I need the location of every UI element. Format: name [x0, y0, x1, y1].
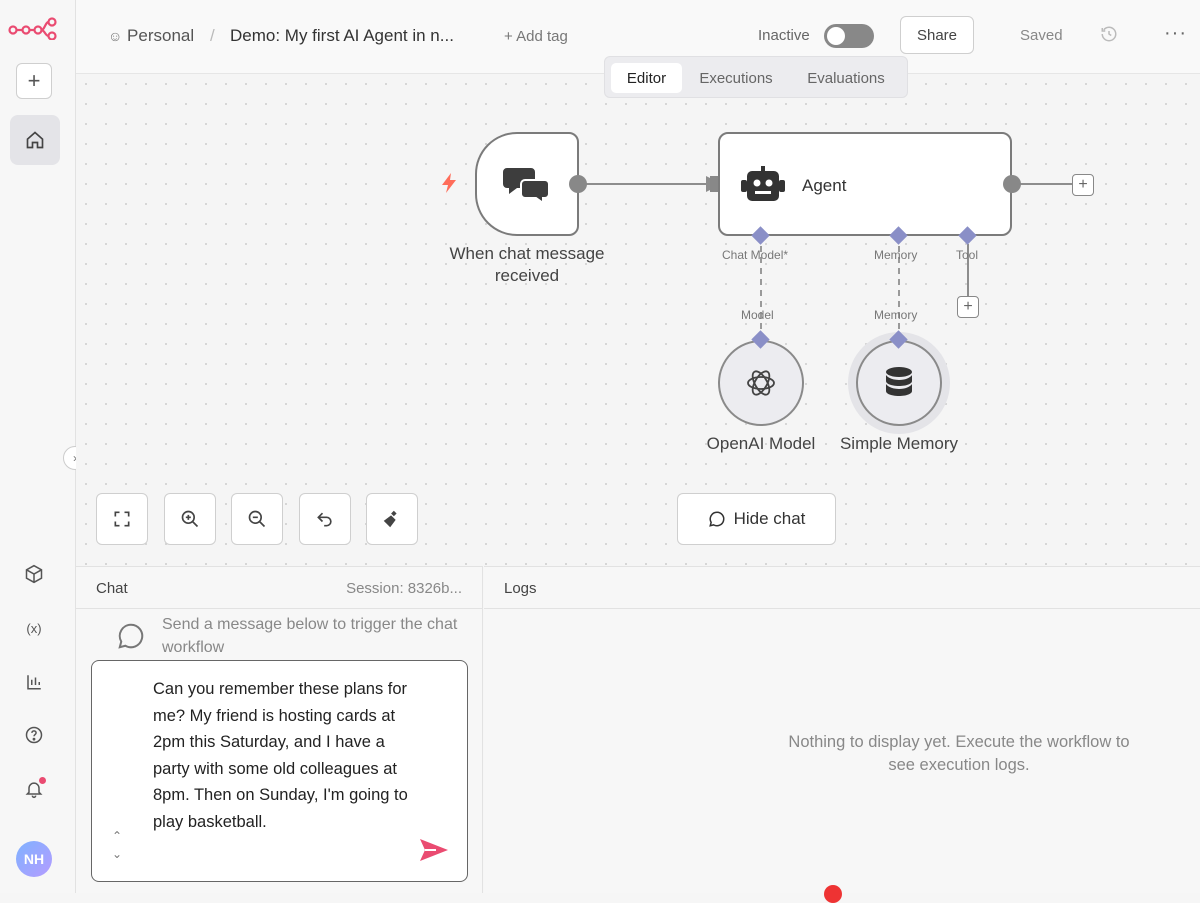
toggle-knob	[827, 27, 845, 45]
tool-port-label: Tool	[956, 248, 979, 262]
openai-icon	[747, 370, 775, 396]
fit-view-button[interactable]	[96, 493, 148, 545]
more-menu-button[interactable]: ···	[1164, 22, 1187, 44]
robot-icon	[740, 166, 786, 207]
agent-node[interactable]: Agent	[718, 132, 1012, 236]
user-icon: ☺	[108, 28, 123, 44]
chat-model-port-label: Chat Model*	[722, 248, 789, 262]
memory-port-label: Memory	[874, 248, 918, 262]
trigger-node-label: When chat message received	[449, 244, 605, 285]
share-button[interactable]: Share	[900, 16, 974, 54]
openai-node-label: OpenAI Model	[706, 434, 816, 453]
send-icon	[420, 839, 448, 861]
help-icon	[25, 726, 43, 744]
zoom-in-button[interactable]	[164, 493, 216, 545]
active-toggle[interactable]	[824, 24, 874, 48]
tab-executions[interactable]: Executions	[699, 69, 773, 87]
chevron-right-icon: ›	[73, 451, 77, 465]
agent-node-label: Agent	[802, 176, 847, 195]
memory-node-label: Simple Memory	[839, 434, 959, 453]
logs-empty-state: Nothing to display yet. Execute the work…	[788, 733, 1130, 774]
chat-bubbles-icon	[503, 168, 550, 204]
n8n-logo[interactable]	[8, 16, 60, 41]
model-input-label: Model	[741, 308, 774, 322]
logs-panel: Logs Nothing to display yet. Execute the…	[484, 566, 1200, 893]
chat-panel-header: Chat Session: 8326b...	[76, 567, 482, 609]
history-button[interactable]	[1100, 25, 1122, 47]
logs-panel-header: Logs	[484, 567, 1200, 609]
chat-message-input[interactable]: Can you remember these plans for me? My …	[91, 660, 468, 882]
bar-chart-icon	[27, 675, 41, 690]
trigger-bolt-icon	[440, 172, 458, 199]
chevron-up-icon[interactable]: ⌃	[112, 829, 123, 843]
undo-button[interactable]	[299, 493, 351, 545]
tab-evaluations[interactable]: Evaluations	[807, 69, 885, 87]
workflow-canvas[interactable]	[76, 74, 1200, 566]
bell-icon	[25, 782, 43, 799]
home-icon	[26, 131, 44, 149]
tidy-up-button[interactable]	[366, 493, 418, 545]
tab-editor[interactable]: Editor	[611, 63, 682, 93]
plus-icon: +	[27, 68, 41, 93]
notifications-button[interactable]	[20, 775, 48, 803]
chat-hint: Send a message below to trigger the chat…	[162, 616, 458, 656]
chevron-down-icon[interactable]: ⌄	[112, 847, 123, 861]
zoom-out-icon	[248, 510, 266, 528]
breadcrumb-project[interactable]: ☺ Personal	[108, 26, 195, 45]
chat-hint-icon	[116, 621, 146, 656]
session-id[interactable]: Session: 8326b...	[346, 580, 462, 597]
logs-title: Logs	[504, 580, 537, 597]
agent-output-port[interactable]	[1003, 175, 1021, 193]
add-button[interactable]: +	[16, 63, 52, 99]
memory-input-label: Memory	[874, 308, 918, 322]
breadcrumb-separator: /	[210, 26, 215, 45]
templates-button[interactable]	[20, 560, 48, 588]
add-tag-button[interactable]: + Add tag	[504, 28, 568, 45]
cube-icon	[25, 564, 43, 584]
home-button[interactable]	[10, 115, 60, 165]
cursor-indicator	[824, 885, 842, 903]
chat-trigger-node[interactable]	[475, 132, 579, 236]
chat-panel: Chat Session: 8326b... Send a message be…	[76, 566, 483, 893]
saved-status: Saved	[1020, 27, 1063, 44]
undo-icon	[317, 512, 332, 527]
zoom-in-icon	[181, 510, 199, 528]
simple-memory-node[interactable]	[856, 340, 942, 426]
plus-icon: +	[963, 298, 973, 315]
left-sidebar: + › (x) NH	[0, 0, 87, 893]
chat-bubble-icon	[708, 511, 725, 527]
zoom-out-button[interactable]	[231, 493, 283, 545]
variables-icon: (x)	[26, 620, 42, 636]
openai-model-node[interactable]	[718, 340, 804, 426]
trigger-output-port[interactable]	[569, 175, 587, 193]
add-tool-button[interactable]: +	[957, 296, 979, 318]
send-button[interactable]	[418, 837, 450, 868]
history-icon	[1101, 26, 1117, 42]
notification-dot	[39, 777, 46, 784]
chat-title: Chat	[96, 580, 128, 597]
avatar[interactable]: NH	[16, 841, 52, 877]
help-button[interactable]	[20, 721, 48, 749]
database-icon	[886, 367, 912, 396]
history-stepper[interactable]: ⌃ ⌄	[112, 827, 122, 863]
view-tabs: Editor Executions Evaluations	[604, 56, 908, 98]
variables-button[interactable]: (x)	[20, 614, 48, 642]
workflow-title[interactable]: Demo: My first AI Agent in n...	[230, 26, 454, 45]
broom-icon	[383, 510, 397, 528]
add-next-node-button[interactable]: +	[1072, 174, 1094, 196]
chat-message-text[interactable]: Can you remember these plans for me? My …	[153, 680, 408, 831]
insights-button[interactable]	[20, 668, 48, 696]
agent-input-port[interactable]	[710, 176, 718, 192]
fit-view-icon	[114, 511, 130, 527]
status-label: Inactive	[758, 27, 810, 44]
hide-chat-button[interactable]: Hide chat	[677, 493, 836, 545]
plus-icon: +	[1078, 176, 1088, 193]
